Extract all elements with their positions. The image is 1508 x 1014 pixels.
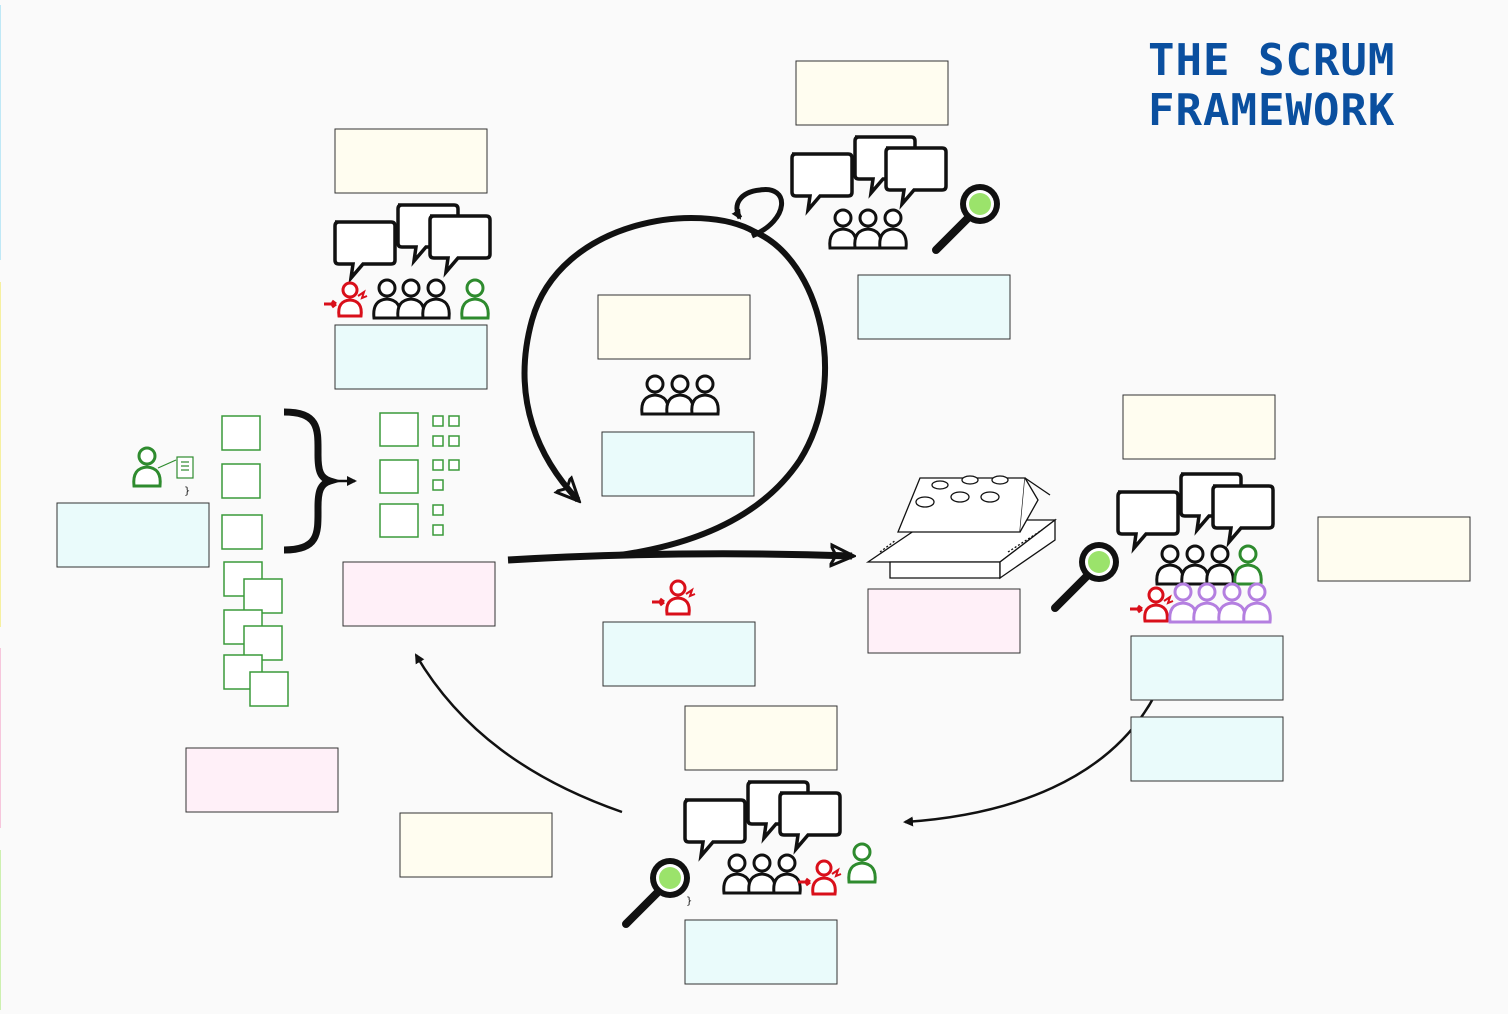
brace [283,408,343,554]
product-backlog-items [221,415,289,707]
page-title: THE SCRUM FRAMEWORK [1148,36,1395,136]
speech-bubbles-icon [333,220,397,280]
product-owner-icon [1233,544,1263,586]
product-owner-icon [847,842,877,884]
edge-strip-blue [0,5,5,260]
increment-box [867,588,1021,654]
developers-icon [1155,544,1235,586]
developers-icon [722,853,802,895]
review-title-box [1122,394,1276,460]
scrum-master-icon [1128,586,1175,623]
daily-group [790,135,1000,250]
retro-group: } [626,780,877,924]
developers-icon [372,278,451,320]
scrum-master-icon [322,281,369,318]
magnifier-icon [936,184,1000,250]
title-line-1: THE SCRUM [1148,35,1396,86]
review-attendees-box [1130,635,1284,701]
edge-strip-green [0,850,5,1010]
developers-icon [828,208,908,250]
sprint-backlog-items [379,412,460,538]
speech-bubbles-icon [1116,490,1180,550]
planning-title-box [334,128,488,194]
edge-strip-yellow [0,282,5,627]
title-line-2: FRAMEWORK [1148,85,1396,136]
document-icon [157,456,194,479]
daily-attendees-box [857,274,1011,340]
speech-bubbles-icon [683,798,747,858]
po-with-document: } [132,446,194,497]
definition-of-done-box [1317,516,1471,582]
sprint-flow-arrow [507,554,852,560]
speech-bubbles-icon [790,152,854,212]
sprint-cycle-arrow-outer [619,229,829,558]
daily-loop-arrow [731,187,785,239]
scrum-master-icon [796,859,843,896]
product-owner-icon [460,278,490,320]
planning-attendees-box [334,324,488,390]
increment-box-icon [865,475,1057,580]
sprint-scrum-master-icon [650,579,697,616]
sprint-cycle-arrow [521,214,757,500]
stakeholders-icon [1168,582,1272,624]
product-backlog-box [185,747,339,813]
retro-to-planning-arrow [414,653,623,814]
magnifier-icon [626,858,690,924]
sprint-developers-icon [640,374,720,416]
stray-glyph: } [184,486,190,497]
stakeholders-box [1130,716,1284,782]
label-boxes [56,60,1471,985]
product-owner-box [56,502,210,568]
sprint-backlog-box [342,561,496,627]
sprint-title-box [597,294,751,360]
product-owner-icon [132,446,162,488]
daily-title-box [795,60,949,126]
scrum-master-box [602,621,756,687]
retro-attendees-box [684,919,838,985]
review-to-retro-arrow [903,694,1157,827]
review-group [1055,472,1275,624]
stray-glyph: } [686,896,692,907]
retro-title-box [684,705,838,771]
magnifier-icon [1055,542,1119,608]
sprint-team-box [601,431,755,497]
refinement-box [399,812,553,878]
edge-strip-pink [0,648,5,828]
planning-group [322,203,492,320]
